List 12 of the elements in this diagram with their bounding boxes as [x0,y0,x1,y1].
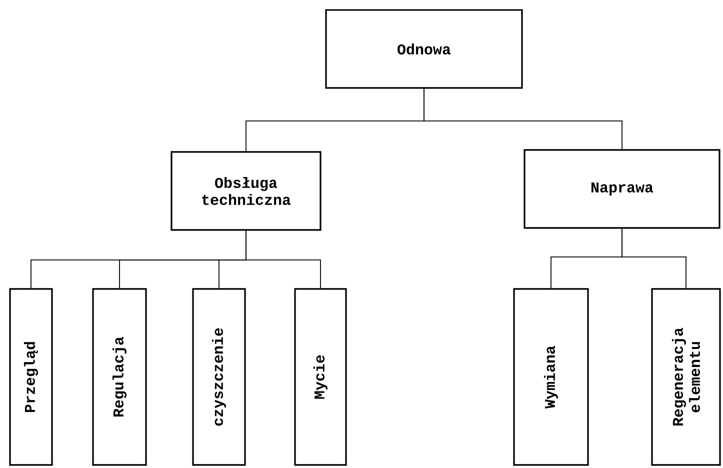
category-box: Obsługa techniczna [170,151,322,231]
task-box: czyszczenie [192,288,246,466]
task-box: Przegląd [9,288,53,466]
category-box: Odnowa [325,9,523,89]
connector-line [246,230,321,289]
category-box: Naprawa [524,149,720,229]
task-box: Wymiana [513,288,589,466]
connector-line [424,88,622,150]
task-box: Mycie [294,288,347,466]
task-box: Regeneracja elementu [651,288,721,466]
task-box: Regulacja [92,288,147,466]
connector-line [622,228,686,289]
